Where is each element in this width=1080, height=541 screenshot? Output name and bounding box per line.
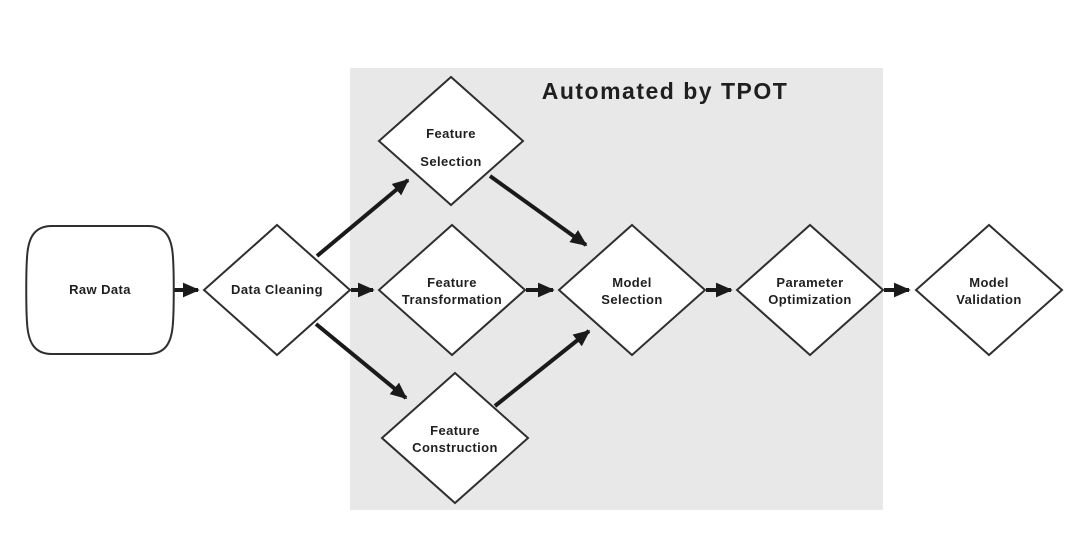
data-cleaning-shape <box>202 223 352 357</box>
parameter-optimization-label-line1: Parameter <box>776 275 843 290</box>
feature-construction-label-line2: Construction <box>412 440 498 455</box>
model-selection-label-line2: Selection <box>601 292 662 307</box>
node-model-validation: Model Validation <box>914 223 1064 357</box>
feature-selection-label-line2: Selection <box>420 154 481 169</box>
model-validation-label-line1: Model <box>969 275 1009 290</box>
model-selection-shape <box>557 223 707 357</box>
edges <box>174 174 911 408</box>
feature-selection-label-line1: Feature <box>426 126 476 141</box>
parameter-optimization-label-line2: Optimization <box>768 292 852 307</box>
edge-feature-construction-to-model-selection <box>493 329 591 408</box>
node-data-cleaning: Data Cleaning <box>202 223 352 357</box>
node-raw-data: Raw Data <box>25 225 175 355</box>
edge-data-cleaning-to-feature-construction <box>314 322 408 400</box>
automation-region-title: Automated by TPOT <box>542 78 789 104</box>
parameter-optimization-shape <box>735 223 885 357</box>
model-validation-label-line2: Validation <box>956 292 1021 307</box>
node-feature-selection: Feature Selection <box>377 75 525 207</box>
raw-data-label: Raw Data <box>69 282 131 297</box>
feature-transformation-label-line1: Feature <box>427 275 477 290</box>
edge-data-cleaning-to-feature-selection <box>315 178 410 258</box>
feature-transformation-shape <box>377 223 527 357</box>
model-selection-label-line1: Model <box>612 275 652 290</box>
feature-transformation-label-line2: Transformation <box>402 292 502 307</box>
model-validation-shape <box>914 223 1064 357</box>
node-parameter-optimization: Parameter Optimization <box>735 223 885 357</box>
feature-construction-label-line1: Feature <box>430 423 480 438</box>
node-model-selection: Model Selection <box>557 223 707 357</box>
node-feature-construction: Feature Construction <box>380 371 530 505</box>
edge-feature-selection-to-model-selection <box>488 174 588 247</box>
feature-selection-shape <box>377 75 525 207</box>
data-cleaning-label: Data Cleaning <box>231 282 323 297</box>
node-feature-transformation: Feature Transformation <box>377 223 527 357</box>
feature-construction-shape <box>380 371 530 505</box>
raw-data-shape <box>25 225 175 355</box>
